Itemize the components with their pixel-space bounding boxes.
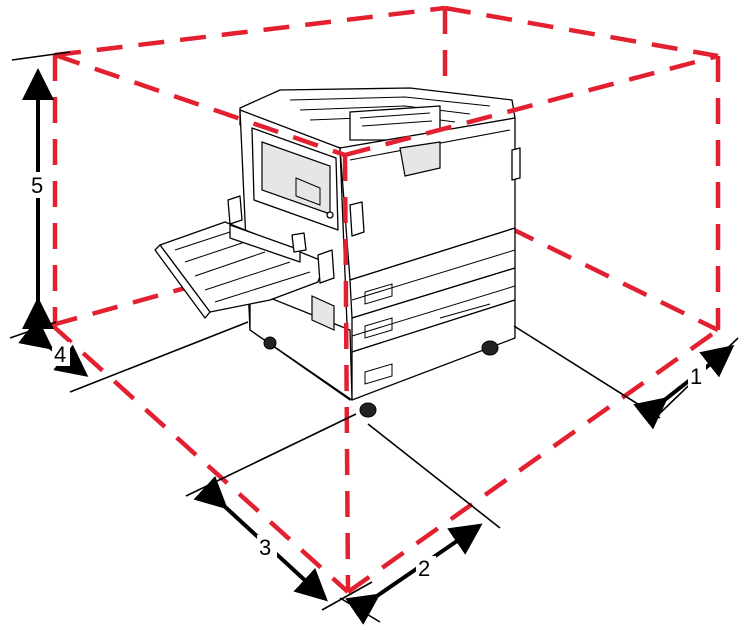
label-1: 1 xyxy=(690,364,702,389)
dash-floor-right-back xyxy=(509,225,719,333)
label-2: 2 xyxy=(418,556,430,581)
label-4: 4 xyxy=(54,342,66,367)
caster-icon xyxy=(481,340,499,356)
clearance-box-front-edges xyxy=(50,5,721,594)
dash-back-top-right xyxy=(444,5,719,59)
label-3: 3 xyxy=(259,535,271,560)
label-5: 5 xyxy=(31,173,43,198)
dash-top-back-left xyxy=(54,5,446,58)
printer-illustration xyxy=(154,87,521,418)
latch-icon xyxy=(326,211,334,219)
dash-top-left-front xyxy=(54,52,346,158)
dash-front-vertical xyxy=(342,154,351,593)
dash-top-front-right xyxy=(344,53,719,158)
dimension-labels: 5 4 3 2 1 xyxy=(28,172,706,581)
caster-icon xyxy=(263,336,277,350)
dash-floor-right-front xyxy=(346,328,720,594)
caster-icon xyxy=(359,402,377,418)
dash-floor-left-front xyxy=(50,323,350,594)
